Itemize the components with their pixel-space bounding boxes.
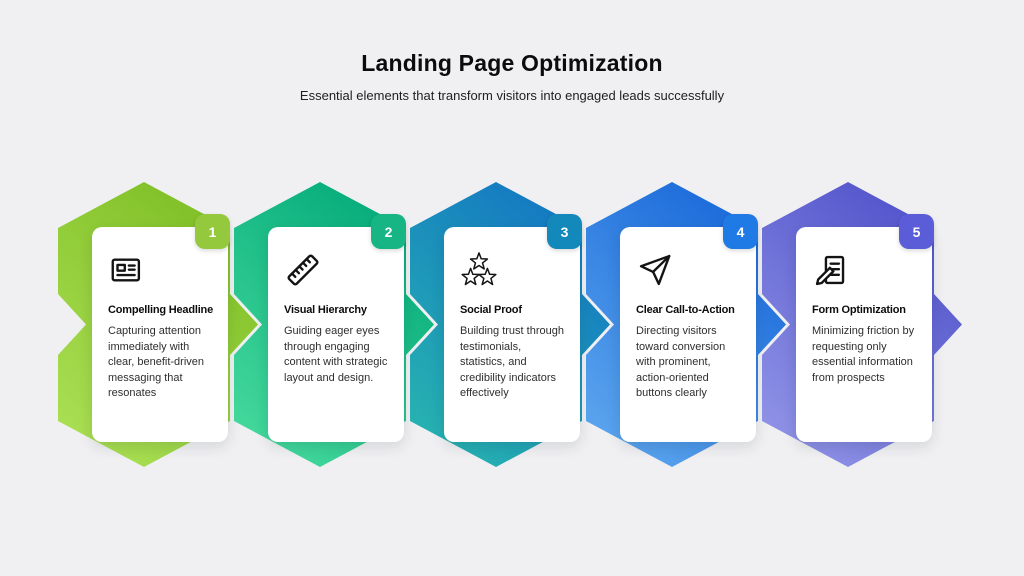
step-description: Building trust through testimonials, sta… (460, 325, 564, 400)
step-2: 2 Visual Hierarchy Guiding eager eyes th… (234, 182, 434, 467)
step-5: 5 Form Optimization Minimizing friction … (762, 182, 962, 467)
step-number-badge: 1 (195, 214, 230, 249)
step-title: Visual Hierarchy (284, 304, 367, 316)
step-description: Guiding eager eyes through engaging cont… (284, 325, 388, 384)
step-number-badge: 2 (371, 214, 406, 249)
step-title: Social Proof (460, 304, 522, 316)
step-title: Form Optimization (812, 304, 906, 316)
step-title: Clear Call-to-Action (636, 304, 735, 316)
step-card-1: 1 Compelling Headline Capturing attentio… (92, 214, 230, 442)
step-description: Capturing attention immediately with cle… (108, 325, 204, 400)
step-card-5: 5 Form Optimization Minimizing friction … (796, 214, 934, 442)
step-card-3: 3 Social Proof Building trust through te… (444, 214, 582, 442)
step-4: 4 Clear Call-to-Action Directing visitor… (586, 182, 786, 467)
step-description: Minimizing friction by requesting only e… (812, 325, 915, 384)
step-title: Compelling Headline (108, 304, 213, 316)
step-number-badge: 5 (899, 214, 934, 249)
header: Landing Page Optimization Essential elem… (0, 50, 1024, 103)
ruler-icon (284, 251, 322, 289)
paper-plane-icon (636, 251, 674, 289)
step-1: 1 Compelling Headline Capturing attentio… (58, 182, 258, 467)
newspaper-icon (108, 251, 146, 289)
page-subtitle: Essential elements that transform visito… (299, 88, 725, 103)
step-3: 3 Social Proof Building trust through te… (410, 182, 610, 467)
document-pencil-icon (812, 251, 850, 289)
step-card-2: 2 Visual Hierarchy Guiding eager eyes th… (268, 214, 406, 442)
step-number-badge: 4 (723, 214, 758, 249)
step-description: Directing visitors toward conversion wit… (636, 325, 726, 400)
steps-row: 1 Compelling Headline Capturing attentio… (0, 182, 1024, 467)
step-number-badge: 3 (547, 214, 582, 249)
stars-icon (460, 251, 498, 289)
page-title: Landing Page Optimization (361, 50, 663, 76)
step-card-4: 4 Clear Call-to-Action Directing visitor… (620, 214, 758, 442)
